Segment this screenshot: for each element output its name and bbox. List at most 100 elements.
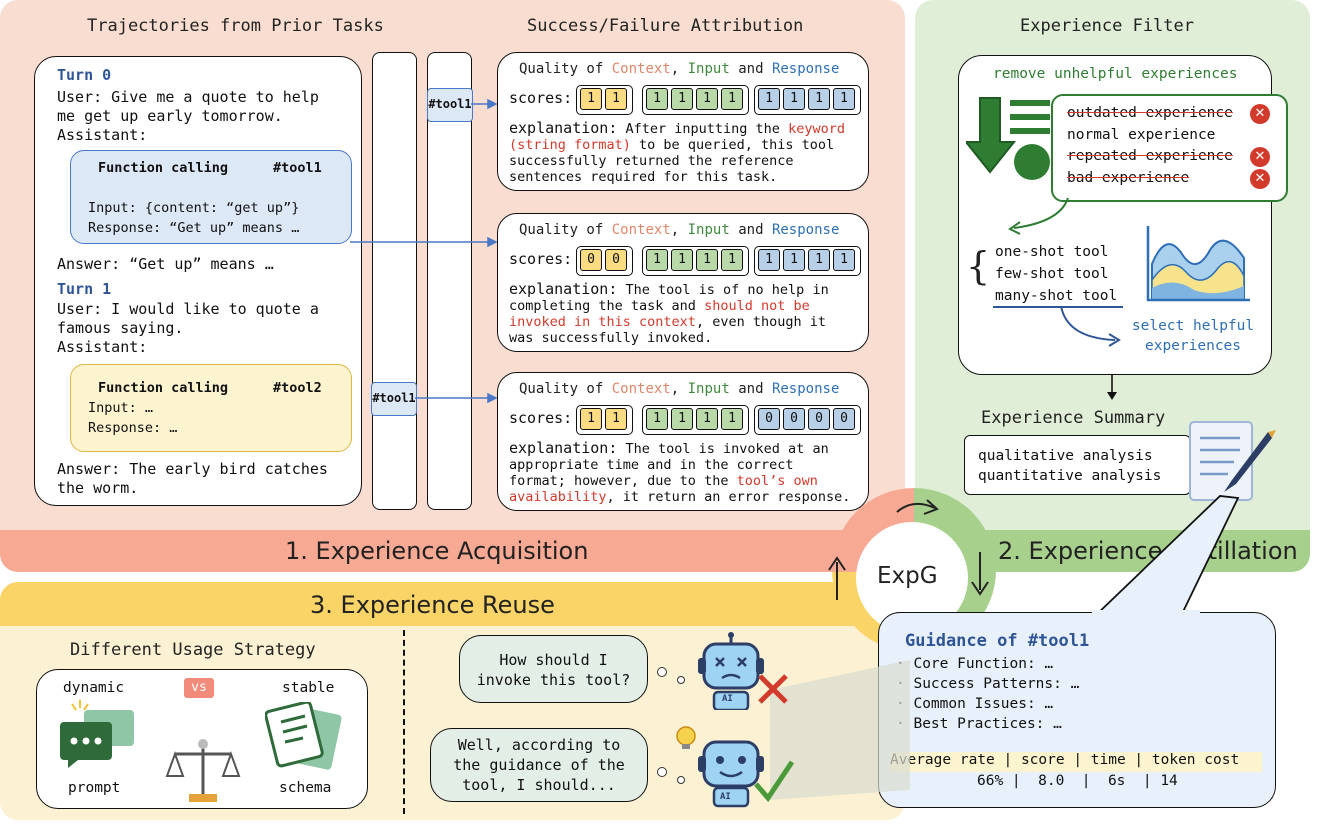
turn1-answer: Answer: The early bird catches the worm. xyxy=(57,460,328,497)
response-score: 1 xyxy=(783,249,805,271)
response-score: 1 xyxy=(808,249,830,271)
underline xyxy=(993,306,1123,308)
response-score: 1 xyxy=(808,88,830,110)
area-chart-icon xyxy=(1146,226,1250,302)
input-score: 1 xyxy=(671,88,693,110)
turn0-user: User: Give me a quote to help me get up … xyxy=(57,88,319,144)
experience-list xyxy=(1051,94,1288,202)
scores-label: scores: xyxy=(509,409,573,427)
schema-icon xyxy=(265,702,342,770)
experience-item: outdated experience xyxy=(1067,105,1233,121)
input-score: 1 xyxy=(696,88,718,110)
strategy-title: Different Usage Strategy xyxy=(70,640,316,660)
shot-list: one-shot tool few-shot tool many-shot to… xyxy=(995,244,1118,304)
fc2-input: Input: … xyxy=(88,400,154,416)
filter-title: Experience Filter xyxy=(1020,16,1194,36)
scores-label: scores: xyxy=(509,89,573,107)
acquisition-band xyxy=(0,530,915,572)
card-title: Quality of Context, Input and Response xyxy=(519,381,840,397)
question-bubble: How should I invoke this tool? xyxy=(459,635,648,703)
fc2-response: Response: … xyxy=(88,420,178,436)
input-score: 1 xyxy=(721,88,743,110)
input-score: 1 xyxy=(696,408,718,430)
fc1-input: Input: {content: “get up”} xyxy=(88,200,300,216)
fc1-response: Response: “Get up” means … xyxy=(88,220,300,236)
response-score-group xyxy=(754,405,861,435)
fc2-tool: #tool2 xyxy=(273,380,322,396)
stats-header: Average rate | score | time | token cost xyxy=(890,752,1262,772)
input-score: 1 xyxy=(646,408,668,430)
guidance-pointer xyxy=(1092,495,1240,619)
acquisition-label: 1. Experience Acquisition xyxy=(285,537,589,565)
response-score: 0 xyxy=(808,408,830,430)
happy-robot-icon xyxy=(676,726,795,808)
turn0-label: Turn 0 xyxy=(57,66,112,84)
function-call-tool1 xyxy=(70,150,352,244)
context-score: 1 xyxy=(580,408,602,430)
summary-items: qualitative analysis quantitative analys… xyxy=(978,448,1162,484)
context-score-group xyxy=(576,246,633,276)
fc1-tool: #tool1 xyxy=(273,160,322,176)
curved-arrow-green xyxy=(1008,197,1069,235)
context-score: 1 xyxy=(605,408,627,430)
context-score: 0 xyxy=(605,249,627,271)
lane-1 xyxy=(372,52,417,510)
pointer-join xyxy=(1092,610,1200,616)
fc1-title: Function calling xyxy=(98,160,229,176)
input-score: 1 xyxy=(721,408,743,430)
scores-label: scores: xyxy=(509,250,573,268)
expg-label: ExpG xyxy=(877,563,938,589)
response-score-group xyxy=(754,85,861,115)
response-score: 0 xyxy=(758,408,780,430)
prompt-label: prompt xyxy=(68,780,121,796)
thought-dot-1 xyxy=(657,667,667,677)
experience-item: normal experience xyxy=(1067,126,1216,143)
input-score: 1 xyxy=(646,249,668,271)
turn1-user: User: I would like to quote a famous say… xyxy=(57,300,319,356)
attribution-card xyxy=(497,52,869,191)
input-score: 1 xyxy=(671,408,693,430)
context-score-group xyxy=(576,85,633,115)
thought-dot-2 xyxy=(677,676,685,684)
thought-dot-3 xyxy=(657,767,667,777)
divider xyxy=(403,630,405,814)
attribution-title: Success/Failure Attribution xyxy=(527,16,804,36)
chat-bubbles-icon xyxy=(60,700,134,768)
context-score-group xyxy=(576,405,633,435)
input-score-group xyxy=(642,405,749,435)
brace: { xyxy=(966,244,991,288)
trajectories-title: Trajectories from Prior Tasks xyxy=(87,16,384,36)
response-score: 1 xyxy=(758,249,780,271)
stats-values: 66% | 8.0 | 6s | 14 xyxy=(977,773,1178,789)
attribution-card xyxy=(497,372,869,511)
document-pen-icon xyxy=(1189,421,1276,501)
summary-box xyxy=(964,435,1191,495)
distillation-label: 2. Experience Distillation xyxy=(998,537,1298,565)
arrow-to-distill xyxy=(896,502,936,513)
lane-2 xyxy=(427,52,472,510)
guidance-beam xyxy=(770,660,910,800)
response-score: 1 xyxy=(833,249,855,271)
card-title: Quality of Context, Input and Response xyxy=(519,222,840,238)
response-score: 1 xyxy=(783,88,805,110)
cycle-arrows xyxy=(828,499,989,600)
scale-icon xyxy=(165,739,241,802)
confused-robot-icon xyxy=(698,632,788,710)
function-call-tool2 xyxy=(70,364,352,452)
dynamic-label: dynamic xyxy=(63,680,125,696)
vs-badge: vs xyxy=(184,678,214,698)
context-score: 0 xyxy=(580,249,602,271)
tool-tag-2: #tool1 xyxy=(371,382,417,416)
arrow-down-summary xyxy=(1107,374,1117,400)
input-score: 1 xyxy=(696,249,718,271)
answer-bubble: Well, according to the guidance of the t… xyxy=(430,728,648,802)
remove-x-icon: ✕ xyxy=(1250,147,1270,167)
curved-arrow-blue xyxy=(1060,305,1121,347)
stable-label: stable xyxy=(282,680,335,696)
filter-download-icon xyxy=(966,97,1050,180)
remove-label: remove unhelpful experiences xyxy=(993,66,1238,82)
experience-item: repeated experience xyxy=(1067,148,1233,164)
attribution-arrows xyxy=(350,98,498,404)
